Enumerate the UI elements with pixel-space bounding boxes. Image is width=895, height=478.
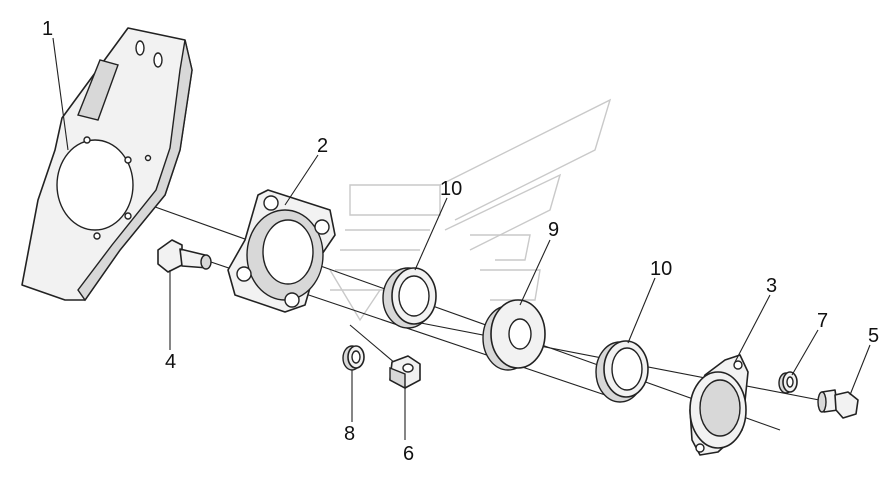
bolt-right: [817, 389, 859, 419]
nut: [389, 355, 421, 390]
flange-cover: [689, 354, 749, 456]
seal-right: [595, 340, 649, 403]
seal-left: [382, 267, 437, 329]
callout-6: 6: [403, 443, 414, 465]
callout-8: 8: [344, 423, 355, 445]
callout-4: 4: [165, 351, 176, 373]
watermark-logo: [329, 98, 612, 322]
washer-right: [778, 371, 798, 394]
callout-9: 9: [548, 219, 559, 241]
callout-7: 7: [817, 310, 828, 332]
bolt-left: [157, 239, 212, 273]
washer-left: [342, 345, 365, 371]
callout-2: 2: [317, 135, 328, 157]
callout-5: 5: [868, 325, 879, 347]
leader-lines: [52, 37, 871, 440]
bearing: [482, 299, 546, 371]
callout-10-left: 10: [440, 178, 462, 200]
callout-1: 1: [42, 18, 53, 40]
mounting-plate: [21, 27, 193, 302]
bearing-housing: [227, 189, 336, 313]
part-callouts: 1 2 3 4 5 6 7 8 9 10 10: [42, 18, 879, 465]
callout-10-right: 10: [650, 258, 672, 280]
callout-3: 3: [766, 275, 777, 297]
